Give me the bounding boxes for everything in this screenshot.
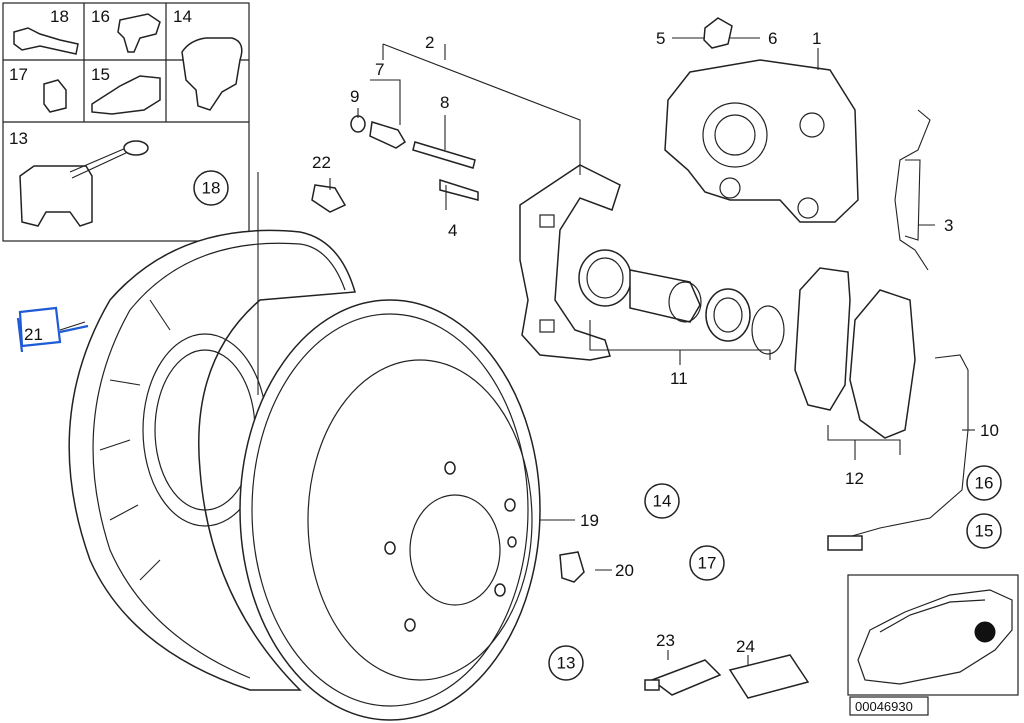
label-11: 11 [670, 369, 688, 388]
circled-ref-16-ring [966, 465, 1002, 501]
grommet-16-shape [117, 13, 161, 53]
label-22: 22 [312, 153, 331, 172]
label-2: 2 [425, 33, 434, 52]
clip-17-shape [43, 79, 67, 113]
label-23: 23 [656, 631, 675, 650]
holder-15-shape [91, 75, 161, 115]
label-5: 5 [656, 29, 665, 48]
inset-label-15: 15 [91, 65, 110, 84]
circled-ref-13-ring [548, 645, 584, 681]
piston-set [578, 249, 785, 355]
circled-refs: 18 14 17 16 15 13 [193, 170, 1002, 681]
leader-lines [59, 37, 975, 665]
eyelet-13-shape [123, 140, 149, 156]
holder-14-shape [181, 37, 243, 111]
inset-label-14: 14 [173, 7, 192, 26]
label-20: 20 [615, 561, 634, 580]
car-locator-thumbnail: 00046930 [847, 574, 1019, 716]
label-7: 7 [375, 60, 384, 79]
clip-18-shape [13, 27, 79, 55]
circled-ref-18-ring [193, 170, 229, 206]
circled-ref-15: 15 [975, 522, 994, 541]
circled-ref-13: 13 [557, 654, 576, 673]
grease-tube [644, 659, 722, 696]
inset-grid: 18 16 14 17 15 13 [2, 2, 250, 242]
label-6: 6 [768, 29, 777, 48]
grease-packet [728, 654, 810, 699]
label-9: 9 [350, 87, 359, 106]
label-3: 3 [944, 216, 953, 235]
bolt-20 [559, 551, 585, 583]
inset-label-17: 17 [9, 65, 28, 84]
part-labels: 2 7 8 9 22 4 5 6 1 3 11 10 12 19 20 21 2… [24, 29, 999, 656]
label-12: 12 [845, 469, 864, 488]
label-19: 19 [580, 511, 599, 530]
caliper-housing [664, 59, 859, 223]
label-4: 4 [448, 221, 457, 240]
bleeder-clip [703, 17, 733, 49]
circled-ref-17-ring [689, 545, 725, 581]
backing-plate [68, 229, 356, 691]
circled-ref-18: 18 [202, 179, 221, 198]
label-21: 21 [24, 325, 43, 344]
inset-label-13: 13 [9, 129, 28, 148]
wire-13-shape [69, 147, 129, 179]
brake-disc [239, 299, 541, 721]
label-10: 10 [980, 421, 999, 440]
circled-ref-14: 14 [653, 492, 672, 511]
label-8: 8 [440, 93, 449, 112]
label-1: 1 [812, 29, 821, 48]
circled-ref-15-ring [966, 513, 1002, 549]
highlight-marker-21 [16, 306, 89, 353]
car-code: 00046930 [855, 699, 913, 714]
circled-ref-16: 16 [975, 474, 994, 493]
pad-13-shape [19, 165, 93, 227]
label-24: 24 [736, 637, 755, 656]
inset-label-18: 18 [50, 7, 69, 26]
brake-pads [794, 267, 916, 439]
circled-ref-17: 17 [698, 554, 717, 573]
guide-pins [311, 115, 479, 213]
anti-rattle-spring [894, 109, 931, 271]
inset-label-16: 16 [91, 7, 110, 26]
circled-ref-14-ring [644, 483, 680, 519]
wear-sensor [827, 354, 969, 551]
